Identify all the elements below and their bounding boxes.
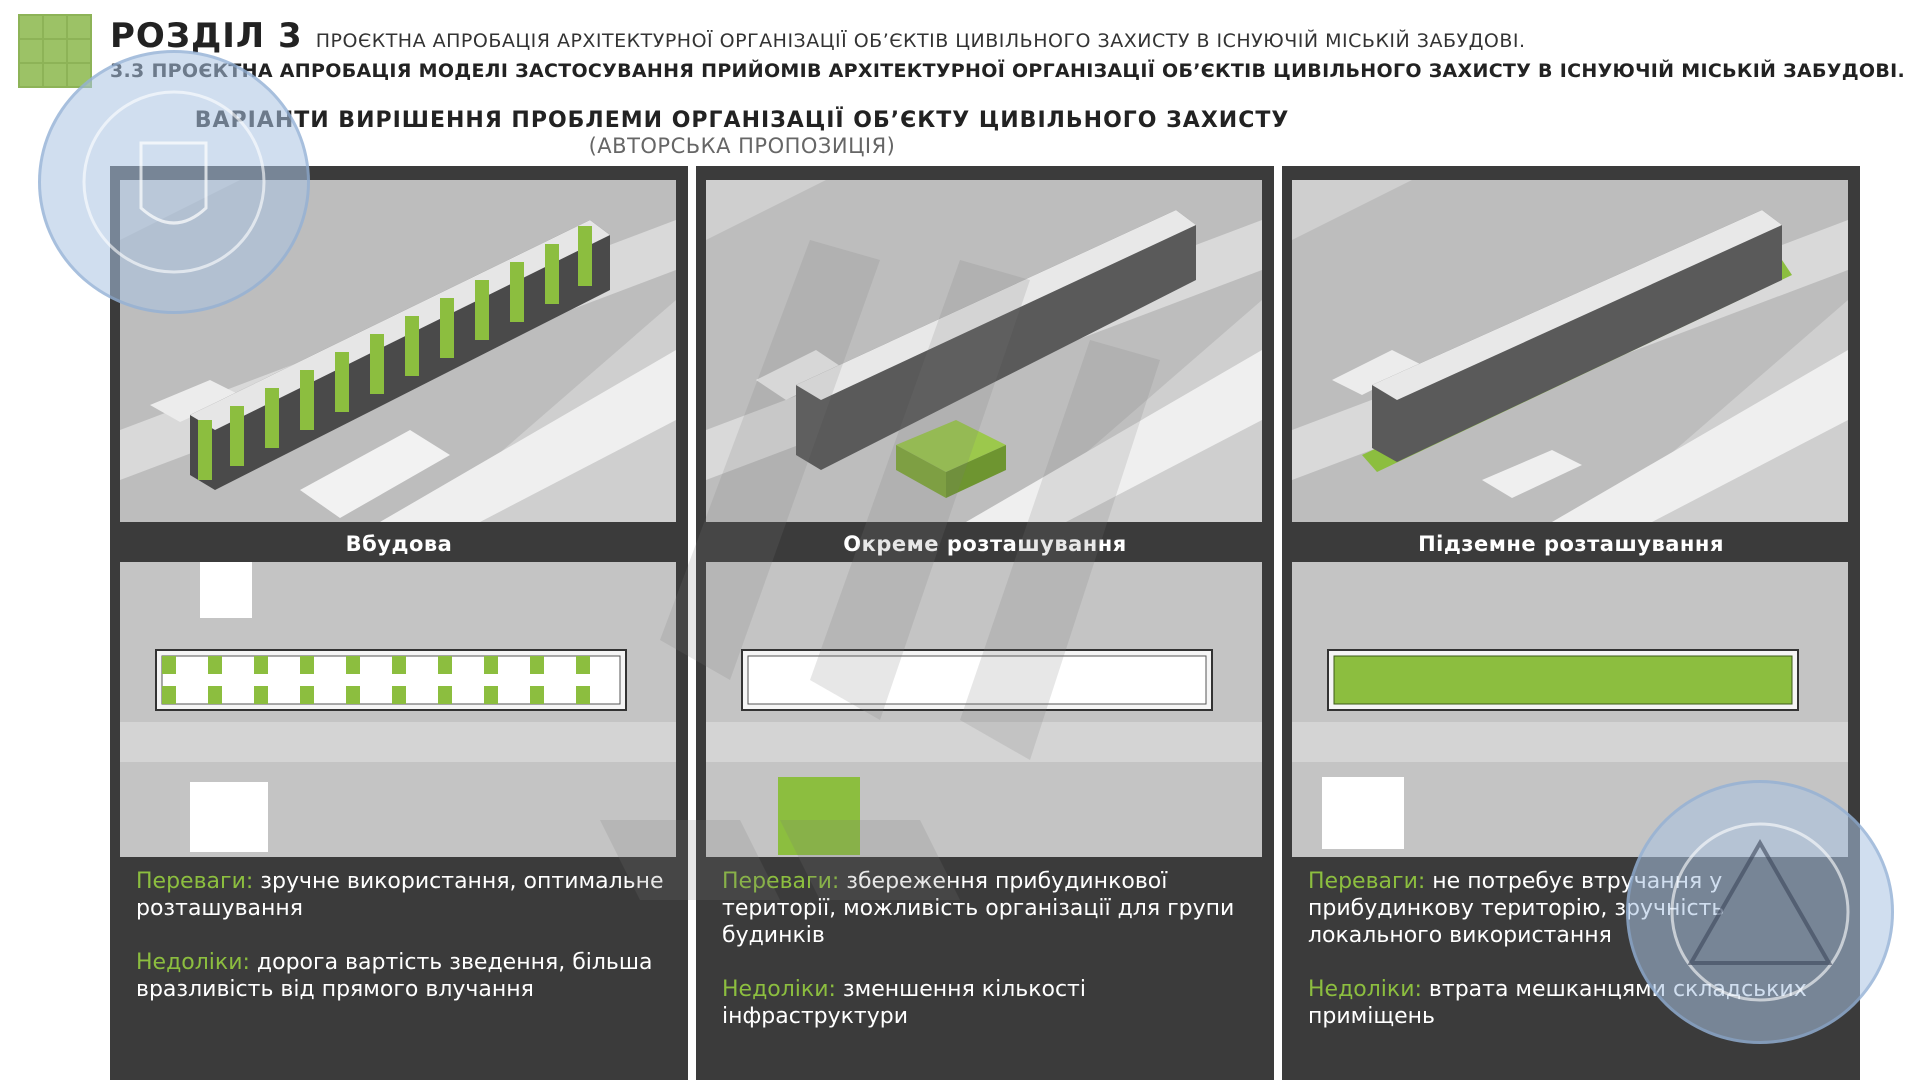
advantages-label: Переваги: <box>722 869 840 894</box>
axonometric-view-underground <box>1292 180 1848 522</box>
site-plan-underground <box>1292 562 1848 857</box>
section-title: РОЗДІЛ 3 <box>110 16 303 56</box>
variant-label: Окреме розташування <box>843 532 1127 556</box>
variant-panel-underground: Підземне розташування Переваги: не потре… <box>1282 166 1860 1080</box>
disadvantages-label: Недоліки: <box>722 977 836 1002</box>
slide-subtitle: (АВТОРСЬКА ПРОПОЗИЦІЯ) <box>588 134 896 158</box>
subsection-title: 3.3 ПРОЄКТНА АПРОБАЦІЯ МОДЕЛІ ЗАСТОСУВАН… <box>110 60 1906 82</box>
variant-label: Вбудова <box>345 532 453 556</box>
site-plan-built-in <box>120 562 676 857</box>
variant-description: Переваги: збереження прибудинкової терит… <box>722 868 1254 1057</box>
disadvantages-paragraph: Недоліки: зменшення кількості інфраструк… <box>722 976 1254 1030</box>
site-plan-separate <box>706 562 1262 857</box>
variant-label: Підземне розташування <box>1418 532 1724 556</box>
disadvantages-label: Недоліки: <box>136 950 250 975</box>
slide-title: ВАРІАНТИ ВИРІШЕННЯ ПРОБЛЕМИ ОРГАНІЗАЦІЇ … <box>194 108 1290 133</box>
advantages-label: Переваги: <box>1308 869 1426 894</box>
university-stamp-right <box>1626 780 1894 1044</box>
advantages-text: збереження прибудинкової території, можл… <box>722 869 1235 948</box>
axonometric-view-separate <box>706 180 1262 522</box>
disadvantages-text: зменшення кількості інфраструктури <box>722 977 1086 1029</box>
advantages-paragraph: Переваги: збереження прибудинкової терит… <box>722 868 1254 949</box>
variant-panel-separate: Окреме розташування Переваги: збереження… <box>696 166 1274 1080</box>
advantages-paragraph: Переваги: зручне використання, оптимальн… <box>136 868 668 922</box>
disadvantages-label: Недоліки: <box>1308 977 1422 1002</box>
disadvantages-paragraph: Недоліки: дорога вартість зведення, біль… <box>136 949 668 1003</box>
section-description: ПРОЄКТНА АПРОБАЦІЯ АРХІТЕКТУРНОЇ ОРГАНІЗ… <box>315 30 1526 52</box>
advantages-label: Переваги: <box>136 869 254 894</box>
advantages-text: зручне використання, оптимальне розташув… <box>136 869 664 921</box>
variant-description: Переваги: не потребує втручання у прибуд… <box>1308 868 1840 1057</box>
university-stamp-left <box>38 50 310 314</box>
section-logo-square <box>18 14 92 88</box>
variant-description: Переваги: зручне використання, оптимальн… <box>136 868 668 1030</box>
disadvantages-text: дорога вартість зведення, більша вразлив… <box>136 950 653 1002</box>
section-header: РОЗДІЛ 3 ПРОЄКТНА АПРОБАЦІЯ АРХІТЕКТУРНО… <box>110 16 1526 56</box>
